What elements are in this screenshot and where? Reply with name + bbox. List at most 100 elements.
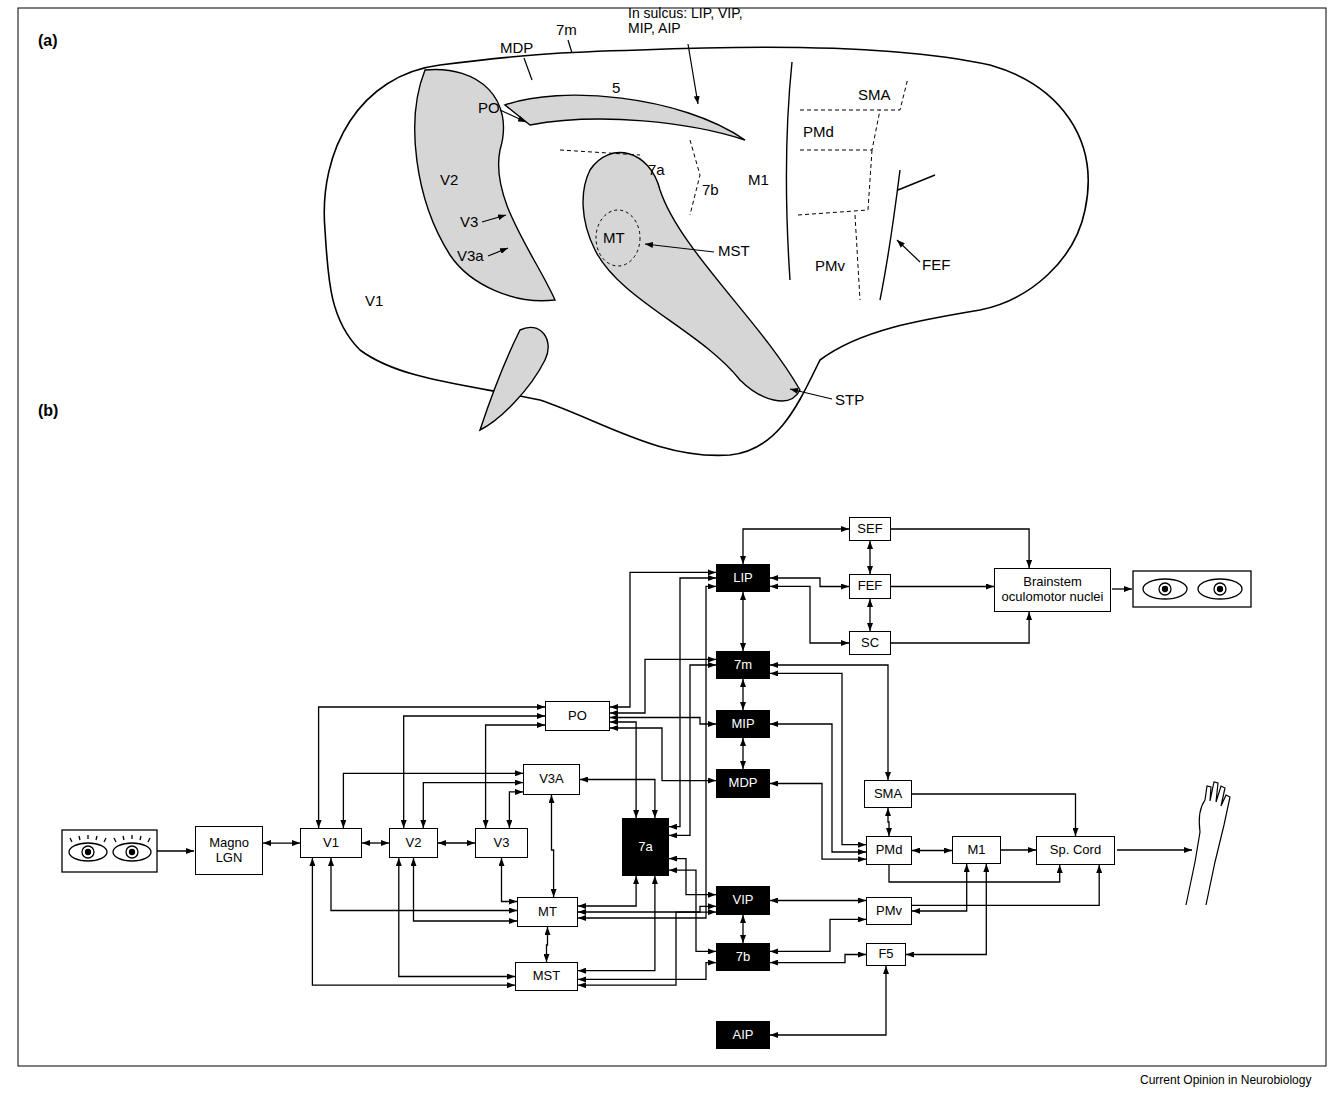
connector [331, 858, 517, 911]
connector [770, 578, 849, 587]
connector [912, 850, 952, 851]
connector [610, 659, 716, 713]
area-box: V3A [523, 764, 580, 795]
connector [891, 529, 1029, 568]
connector [889, 865, 1060, 882]
box-label: Magno LGN [200, 836, 258, 866]
figure-frame [18, 8, 1326, 1066]
area-box: Sp. Cord [1036, 836, 1115, 865]
area-box: F5 [866, 943, 906, 966]
connector [343, 773, 523, 828]
connector [891, 612, 1029, 643]
box-label: LIP [733, 571, 753, 586]
box-label: MT [538, 905, 557, 920]
area-label: In sulcus: LIP, VIP, MIP, AIP [628, 6, 768, 37]
box-label: V3 [494, 836, 510, 851]
central-sulcus [786, 62, 792, 280]
output-arrow [1112, 588, 1132, 589]
connector [399, 858, 515, 977]
connector [770, 724, 866, 852]
connector [552, 795, 554, 897]
box-label: F5 [878, 947, 893, 962]
leader-lines [482, 40, 920, 399]
area-label: PO [478, 100, 500, 117]
area-label: 5 [612, 80, 620, 97]
box-label: V2 [406, 836, 422, 851]
connector [669, 578, 716, 827]
connector [580, 780, 655, 819]
panel-letter: (a) [38, 32, 58, 50]
input-arrow [157, 850, 194, 851]
connector [319, 707, 545, 828]
connector [742, 738, 743, 769]
parietal-area-box: MIP [716, 710, 770, 738]
box-label: MIP [731, 717, 754, 732]
area-label: PMd [803, 124, 834, 141]
area-label: M1 [748, 172, 769, 189]
hand-icon [1186, 782, 1230, 905]
connector [770, 955, 866, 963]
connector [742, 592, 743, 651]
area-box: M1 [952, 836, 1001, 864]
area-box: Magno LGN [195, 826, 263, 875]
box-label: 7b [736, 950, 750, 965]
connector [414, 858, 518, 921]
connector [578, 876, 655, 971]
sulcus-region [583, 153, 800, 401]
connector [610, 728, 716, 781]
journal-credit: Current Opinion in Neurobiology [1140, 1074, 1311, 1087]
area-box: MST [515, 962, 578, 991]
connector [610, 572, 716, 707]
area-box: SEF [849, 517, 891, 541]
area-box: PMd [866, 836, 912, 865]
area-box: MT [517, 897, 578, 927]
connector [888, 808, 889, 836]
connector [770, 900, 866, 901]
connector [547, 927, 548, 962]
connector [770, 673, 866, 844]
connector [502, 858, 518, 902]
area-box: PMv [866, 897, 912, 925]
box-label: V1 [323, 836, 339, 851]
box-label: FEF [858, 579, 883, 594]
connector [770, 784, 866, 860]
box-label: SEF [857, 522, 882, 537]
connector [578, 586, 716, 918]
parietal-area-box: 7b [716, 943, 770, 971]
area-label: FEF [922, 257, 950, 274]
box-label: AIP [733, 1028, 754, 1043]
connector [869, 599, 870, 631]
area-box: PO [545, 701, 610, 731]
connector [912, 865, 1099, 905]
connector [742, 915, 743, 943]
area-label: STP [835, 392, 864, 409]
box-label: Brainstem oculomotor nuclei [999, 575, 1106, 605]
area-label: V3 [460, 214, 478, 231]
area-boundary [798, 78, 908, 300]
connector [578, 963, 716, 980]
sulcus-region [480, 327, 548, 430]
connector [743, 529, 849, 564]
arcuate-sulcus [880, 170, 935, 300]
connector [423, 783, 523, 828]
connector [891, 586, 994, 587]
box-label: 7m [734, 658, 752, 673]
output-arrow [1117, 849, 1192, 850]
box-label: MDP [729, 776, 758, 791]
parietal-area-box: AIP [716, 1021, 770, 1049]
connector [578, 906, 716, 912]
connector [509, 792, 523, 828]
connector [912, 794, 1076, 836]
connector [610, 718, 716, 725]
parietal-area-box: VIP [716, 886, 770, 915]
connector [1001, 849, 1036, 850]
area-boundary [596, 210, 640, 266]
area-label: V2 [440, 172, 458, 189]
box-label: PMd [876, 843, 903, 858]
box-label: PMv [876, 904, 902, 919]
area-label: V1 [365, 293, 383, 310]
connector [869, 541, 870, 574]
connector [669, 665, 716, 835]
area-label: 7m [556, 22, 577, 39]
connector [669, 859, 716, 895]
